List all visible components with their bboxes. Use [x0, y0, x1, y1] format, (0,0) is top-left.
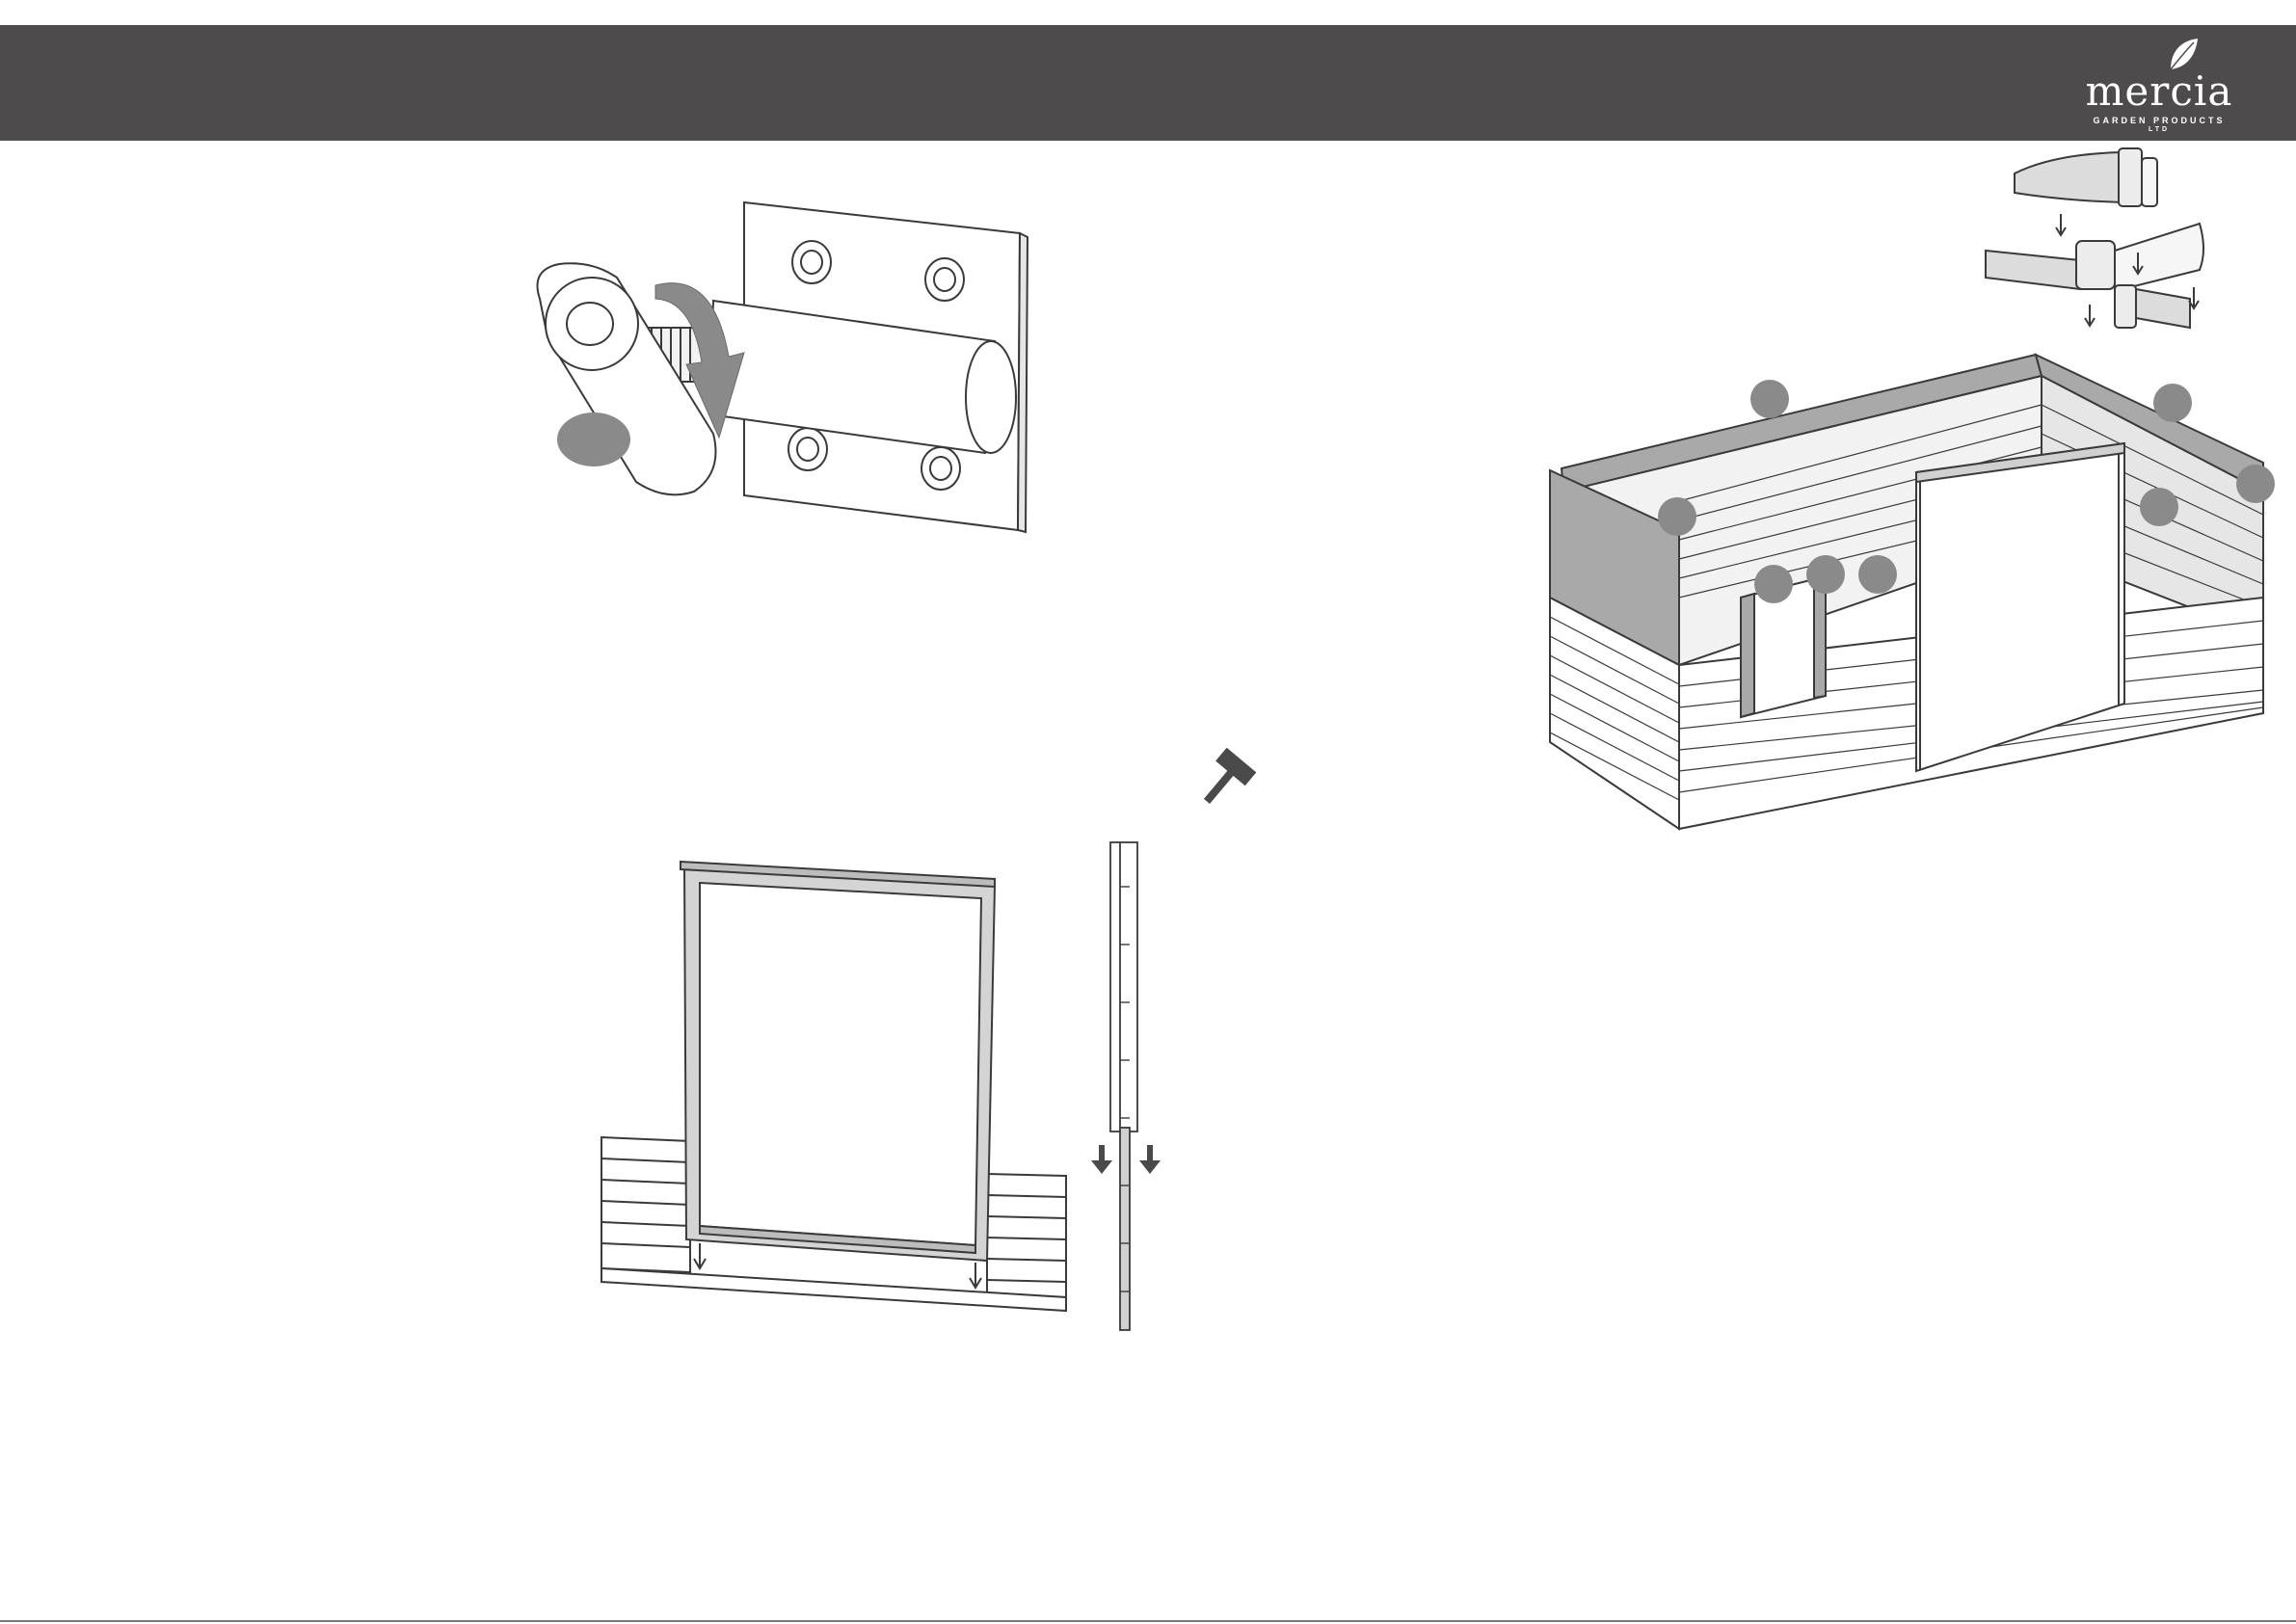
mercia-logo: mercia GARDEN PRODUCTS LTD [2072, 39, 2246, 135]
callout-marker [1858, 555, 1897, 594]
frame-profile-illustration [1085, 839, 1172, 1340]
callout-marker [1750, 380, 1789, 418]
footer-rule [0, 1620, 2296, 1622]
logo-suffix: LTD [2072, 126, 2246, 133]
window-frame-illustration [598, 858, 1080, 1320]
logo-wordmark: mercia [2072, 71, 2246, 112]
callout-marker [1806, 555, 1845, 594]
hinge-pin-illustration [521, 193, 1041, 540]
callout-marker [2140, 488, 2178, 526]
callout-marker [1658, 497, 1696, 536]
callout-marker [2236, 465, 2275, 503]
cabin-walls-illustration [1542, 347, 2275, 829]
callout-marker [1754, 565, 1793, 603]
header-bar: mercia GARDEN PRODUCTS LTD [0, 25, 2296, 141]
callout-marker [2153, 384, 2192, 422]
leaf-icon [2165, 37, 2200, 71]
mallet-icon [1195, 750, 1253, 812]
callout-marker [557, 413, 630, 466]
logo-subtitle: GARDEN PRODUCTS [2072, 116, 2246, 125]
corner-joint-detail [1976, 145, 2265, 357]
